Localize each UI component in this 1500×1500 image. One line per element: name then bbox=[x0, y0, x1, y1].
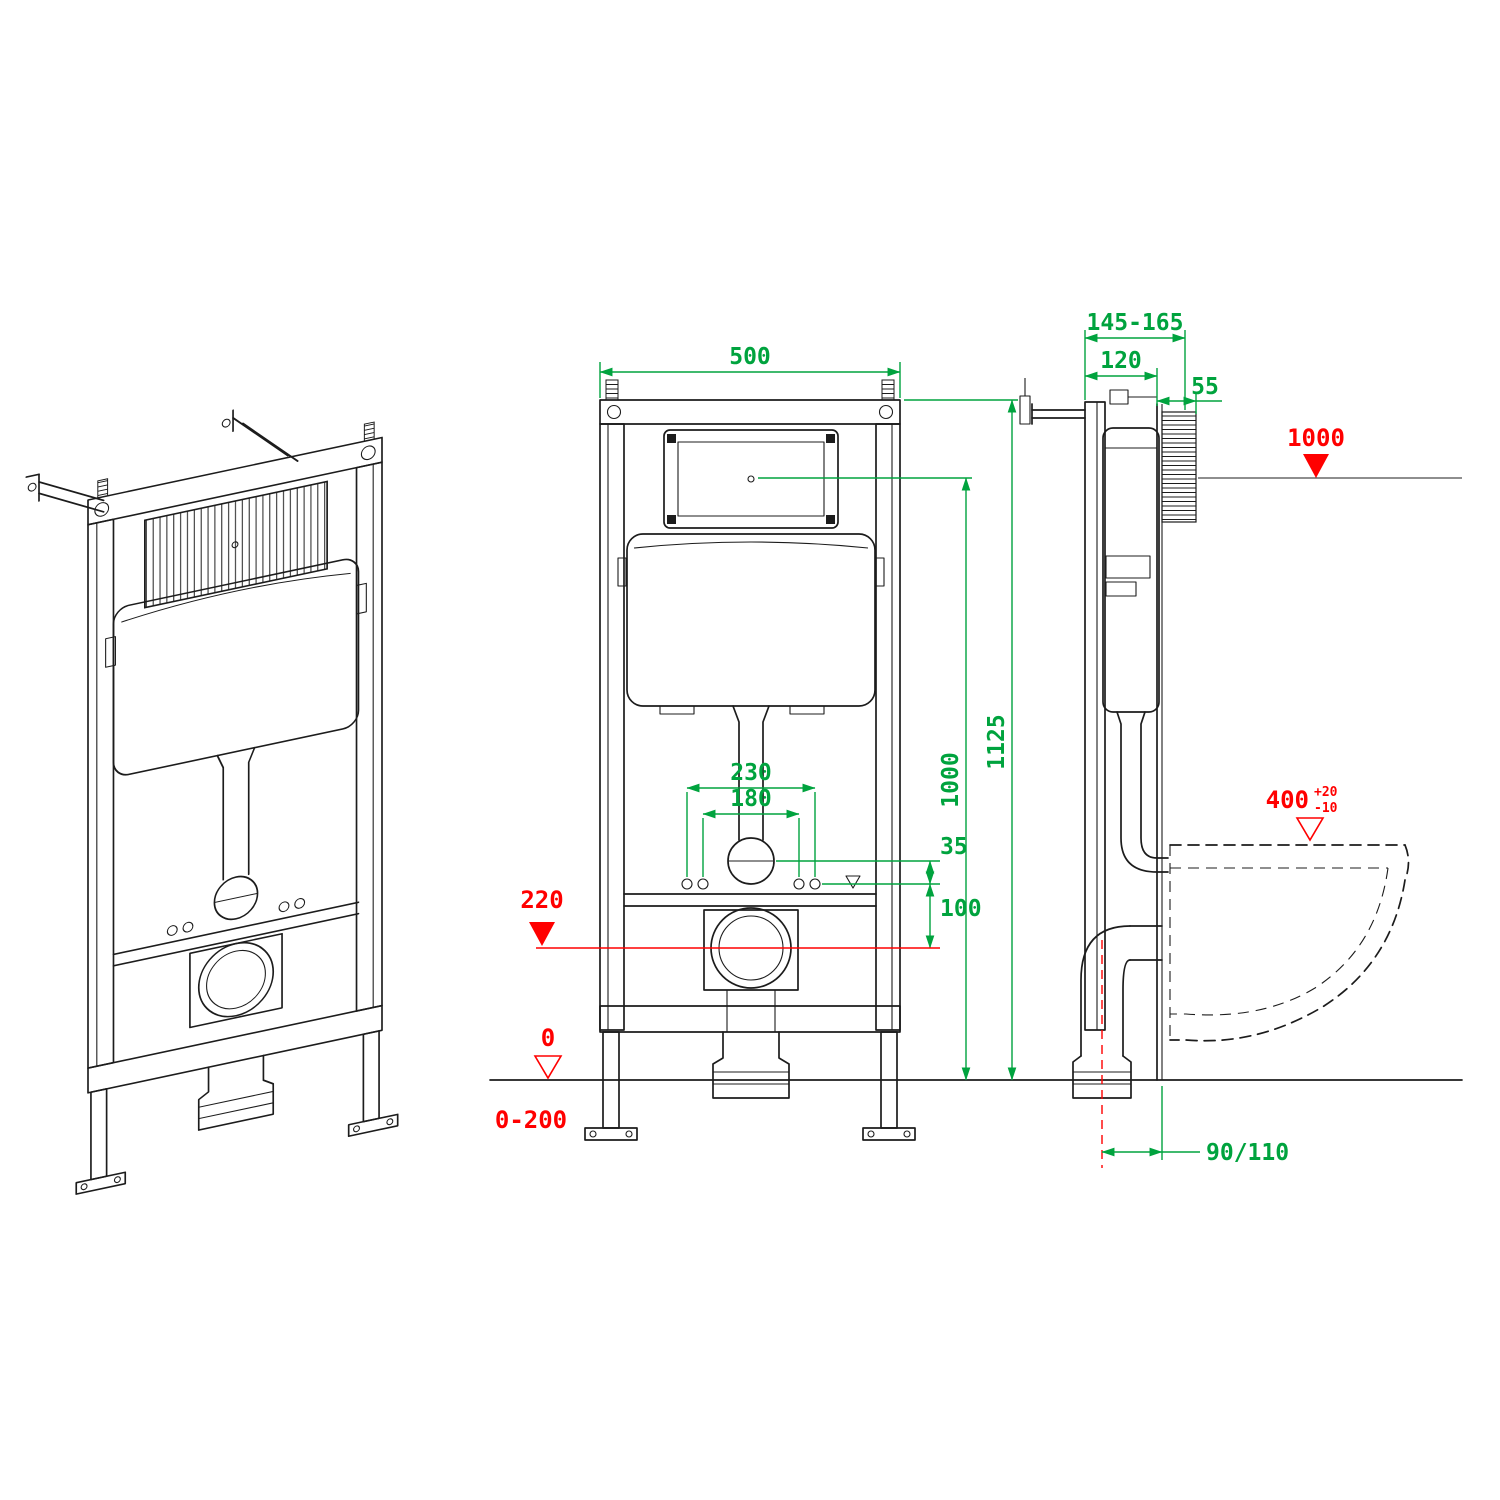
front-view bbox=[584, 379, 916, 1141]
svg-text:35: 35 bbox=[940, 834, 968, 860]
iso-cistern bbox=[105, 558, 367, 776]
dim-depth-total: 145-165 bbox=[1084, 310, 1186, 410]
cistern bbox=[617, 533, 885, 715]
level-mark-icon bbox=[845, 875, 861, 889]
red-dimensions: 1000 220 0 0-200 400 +20 -10 bbox=[495, 424, 1345, 1134]
svg-text:220: 220 bbox=[520, 886, 563, 914]
dim-frame-width: 500 bbox=[599, 344, 901, 398]
svg-text:0-200: 0-200 bbox=[495, 1106, 567, 1134]
wall-anchor-brackets bbox=[25, 409, 299, 513]
level-triangle-open-icon bbox=[1295, 817, 1325, 842]
wall-section-hatch bbox=[1161, 411, 1197, 523]
svg-text:-10: -10 bbox=[1314, 801, 1338, 816]
side-frame bbox=[1019, 378, 1197, 1081]
dim-frame-height: 1125 bbox=[904, 399, 1018, 1081]
water-valve-icon bbox=[1109, 389, 1129, 405]
svg-text:1000: 1000 bbox=[938, 752, 964, 807]
level-triangle-filled-icon bbox=[1303, 454, 1329, 478]
flush-plate-frame bbox=[663, 429, 839, 529]
ground-line bbox=[489, 477, 1463, 1081]
level-triangle-open-icon bbox=[533, 1055, 563, 1080]
svg-text:1125: 1125 bbox=[984, 714, 1010, 769]
level-1000-mark: 1000 bbox=[1287, 424, 1345, 478]
level-zero-mark: 0 bbox=[533, 1024, 563, 1080]
svg-text:145-165: 145-165 bbox=[1087, 310, 1184, 336]
level-triangle-filled-icon bbox=[529, 922, 555, 946]
threaded-rod-icon bbox=[881, 379, 895, 401]
side-drain-elbow bbox=[1072, 925, 1163, 1168]
iso-flush-pipe bbox=[112, 746, 360, 967]
threaded-rod-icon bbox=[363, 421, 375, 442]
side-view bbox=[1019, 378, 1410, 1168]
green-dimensions: 500 145-165 120 55 1125 1000 bbox=[599, 310, 1289, 1166]
adjust-range-label: 0-200 bbox=[495, 1106, 567, 1134]
bowl-height-mark: 400 +20 -10 bbox=[1266, 785, 1338, 842]
svg-text:400: 400 bbox=[1266, 786, 1309, 814]
svg-text:500: 500 bbox=[729, 344, 771, 370]
toilet-bowl-outline bbox=[1169, 844, 1410, 1042]
dim-elbow-offset: 35 bbox=[776, 834, 968, 885]
svg-text:+20: +20 bbox=[1314, 785, 1338, 800]
threaded-rod-icon bbox=[97, 478, 109, 499]
front-frame bbox=[584, 379, 916, 1141]
dim-fixing-height: 1000 bbox=[758, 477, 972, 1081]
side-cistern bbox=[1102, 427, 1160, 713]
svg-text:230: 230 bbox=[730, 760, 772, 786]
level-220-mark: 220 bbox=[520, 886, 940, 949]
protection-board bbox=[144, 480, 328, 609]
svg-text:90/110: 90/110 bbox=[1206, 1140, 1289, 1166]
svg-text:0: 0 bbox=[541, 1024, 555, 1052]
side-flush-pipe bbox=[1116, 711, 1169, 873]
dim-bolt-span-inner: 180 bbox=[702, 786, 800, 877]
svg-text:120: 120 bbox=[1100, 348, 1142, 374]
dim-outlet-wall-distance: 90/110 bbox=[1101, 1086, 1289, 1166]
flush-pipe bbox=[623, 705, 877, 907]
outlet-assembly bbox=[703, 907, 799, 1099]
svg-text:180: 180 bbox=[730, 786, 772, 812]
svg-text:1000: 1000 bbox=[1287, 424, 1345, 452]
svg-text:100: 100 bbox=[940, 896, 982, 922]
svg-text:55: 55 bbox=[1191, 374, 1219, 400]
dim-wall-offset: 55 bbox=[1156, 374, 1222, 414]
isometric-view bbox=[25, 409, 399, 1195]
threaded-rod-icon bbox=[605, 379, 619, 401]
dim-bolt-span-outer: 230 bbox=[686, 760, 816, 877]
iso-outlet bbox=[189, 932, 283, 1131]
dim-bolt-height: 100 bbox=[925, 883, 982, 949]
iso-frame bbox=[75, 436, 399, 1195]
